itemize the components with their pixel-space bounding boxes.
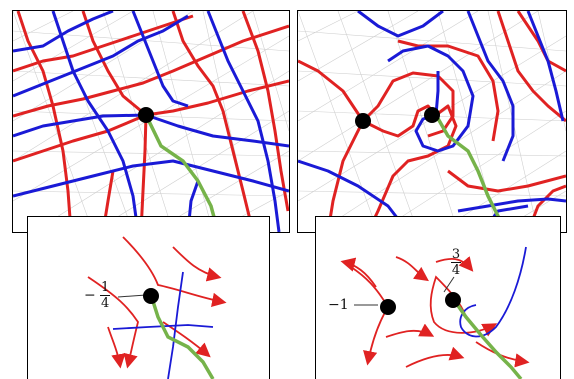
fraction-bar xyxy=(451,262,461,263)
singularity-dot xyxy=(143,288,159,304)
fraction-numerator: 1 xyxy=(101,280,110,295)
red-streamlines xyxy=(298,11,566,232)
panel-bottom-left: − 1 4 xyxy=(27,216,270,379)
singularity-dot-negative-one xyxy=(380,299,396,315)
singularity-dot-three-quarters xyxy=(445,292,461,308)
bottom-right-inset-diagram xyxy=(340,246,530,379)
index-leader-line-three-quarters xyxy=(443,276,455,293)
index-label-negative-quarter: − 1 4 xyxy=(84,280,111,311)
index-label-three-quarters: 3 4 xyxy=(451,247,461,277)
blue-streamlines xyxy=(13,11,289,232)
blue-lines xyxy=(112,271,214,379)
index-sign: − xyxy=(84,287,96,304)
index-fraction: 3 4 xyxy=(451,248,461,277)
singularity-dot xyxy=(138,107,154,123)
fraction-numerator: 3 xyxy=(451,247,461,262)
seam-path xyxy=(149,294,215,379)
panel-top-right xyxy=(297,10,567,233)
seam-path xyxy=(452,298,523,379)
fraction-denominator: 4 xyxy=(101,296,110,311)
index-leader-line xyxy=(117,294,147,298)
seam-path xyxy=(144,114,220,232)
fraction-bar xyxy=(100,295,111,296)
red-arrows xyxy=(340,256,530,368)
singularity-dot-negative-one xyxy=(355,113,371,129)
top-left-field-diagram xyxy=(13,11,289,232)
singularity-dot-three-quarters xyxy=(424,107,440,123)
panel-top-left xyxy=(12,10,290,233)
index-fraction: 1 4 xyxy=(100,280,111,311)
panel-bottom-right: −1 3 4 xyxy=(315,216,561,379)
fraction-denominator: 4 xyxy=(451,263,461,278)
index-label-negative-one: −1 xyxy=(328,297,349,313)
red-arrows xyxy=(87,236,227,369)
red-streamlines xyxy=(13,11,289,232)
bottom-left-inset-diagram xyxy=(87,236,227,379)
top-right-field-diagram xyxy=(298,11,566,232)
